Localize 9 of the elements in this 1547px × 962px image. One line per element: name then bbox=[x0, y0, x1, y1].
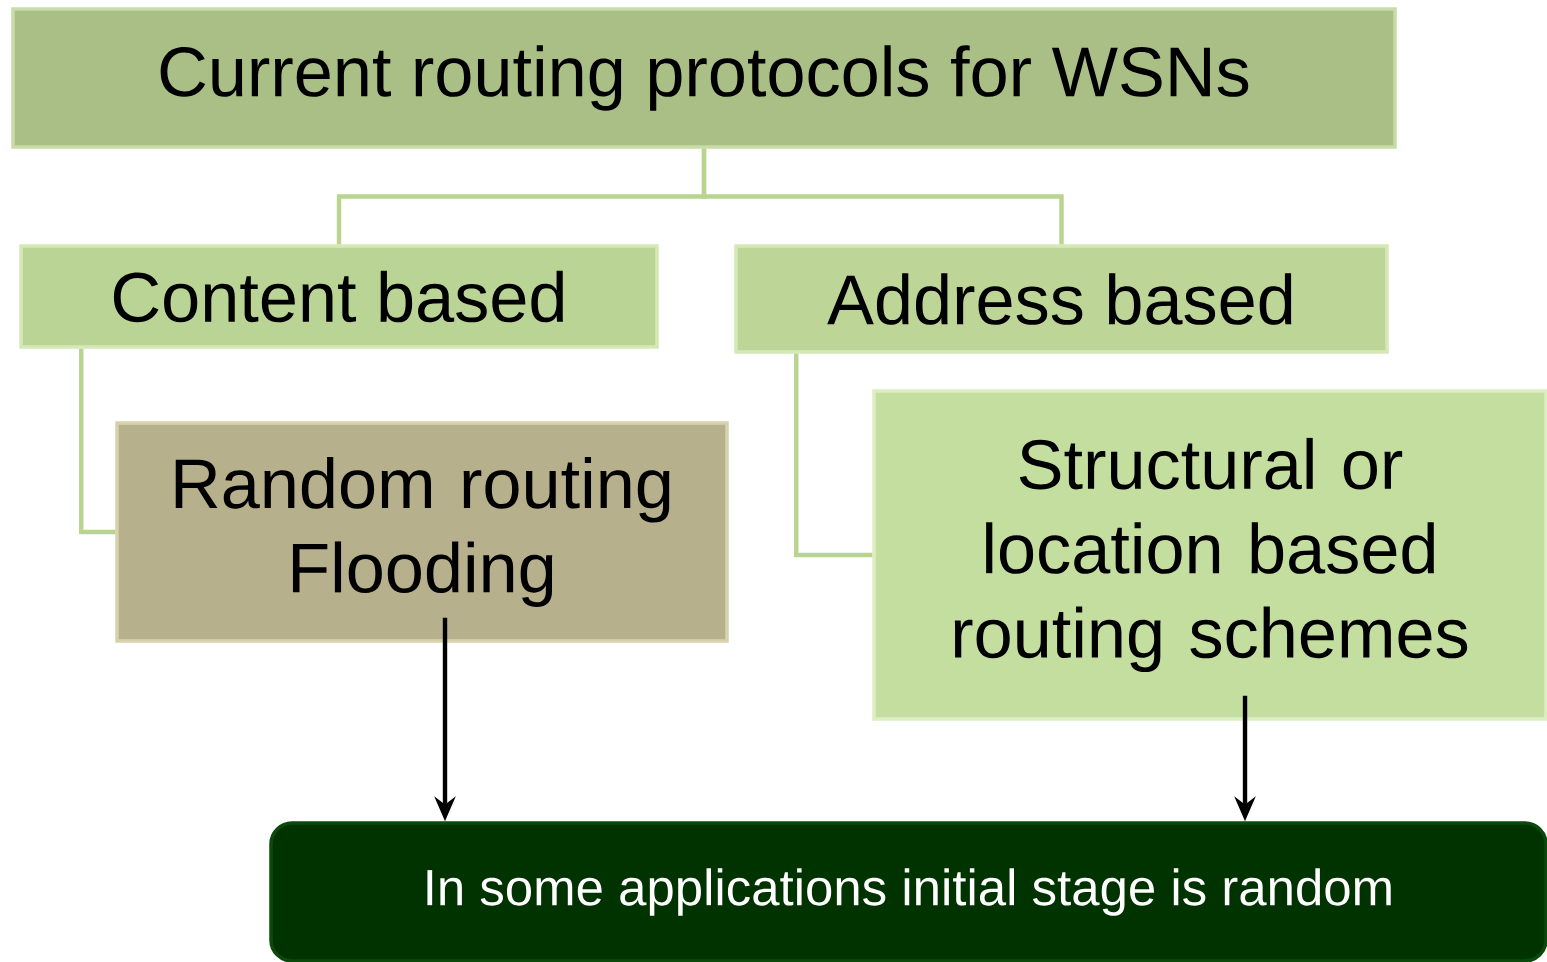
method-box: Random routing Flooding bbox=[115, 421, 729, 643]
category-box: Address based bbox=[734, 244, 1389, 354]
connector-line bbox=[79, 348, 116, 535]
title-box: Current routing protocols for WSNs bbox=[11, 7, 1397, 149]
category-box: Content based bbox=[19, 244, 659, 349]
result-box: In some applications initial stage is random bbox=[269, 821, 1547, 962]
connector-line bbox=[701, 148, 1064, 245]
method-box: Structural or location based routing schemes bbox=[872, 389, 1547, 721]
connector-line bbox=[794, 353, 873, 558]
